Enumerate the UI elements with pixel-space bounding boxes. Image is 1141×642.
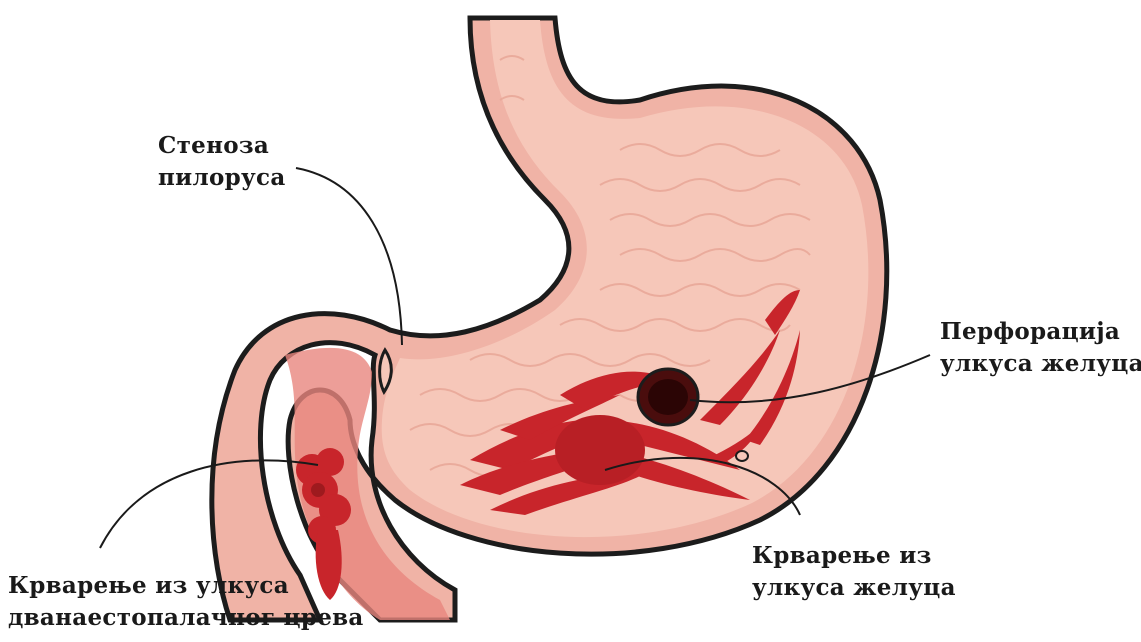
label-stenosis: Стеноза пилоруса	[158, 130, 286, 194]
label-gastric-bleeding-line1: Крварење из	[752, 540, 956, 572]
label-gastric-bleeding-line2: улкуса желуца	[752, 572, 956, 604]
perforation-core	[648, 379, 688, 415]
label-duodenal-bleeding-line1: Крварење из улкуса	[8, 570, 364, 602]
label-stenosis-line1: Стеноза	[158, 130, 286, 162]
label-stenosis-line2: пилоруса	[158, 162, 286, 194]
label-duodenal-bleeding: Крварење из улкуса дванаестопалачног цре…	[8, 570, 364, 634]
duodenal-ulcer-core	[311, 483, 325, 497]
leader-duodenal-bleeding	[100, 460, 318, 548]
label-perforation: Перфорација улкуса желуца	[940, 316, 1141, 380]
label-duodenal-bleeding-line2: дванаестопалачног црева	[8, 602, 364, 634]
label-perforation-line2: улкуса желуца	[940, 348, 1141, 380]
label-perforation-line1: Перфорација	[940, 316, 1141, 348]
small-lesion	[736, 451, 748, 461]
label-gastric-bleeding: Крварење из улкуса желуца	[752, 540, 956, 604]
